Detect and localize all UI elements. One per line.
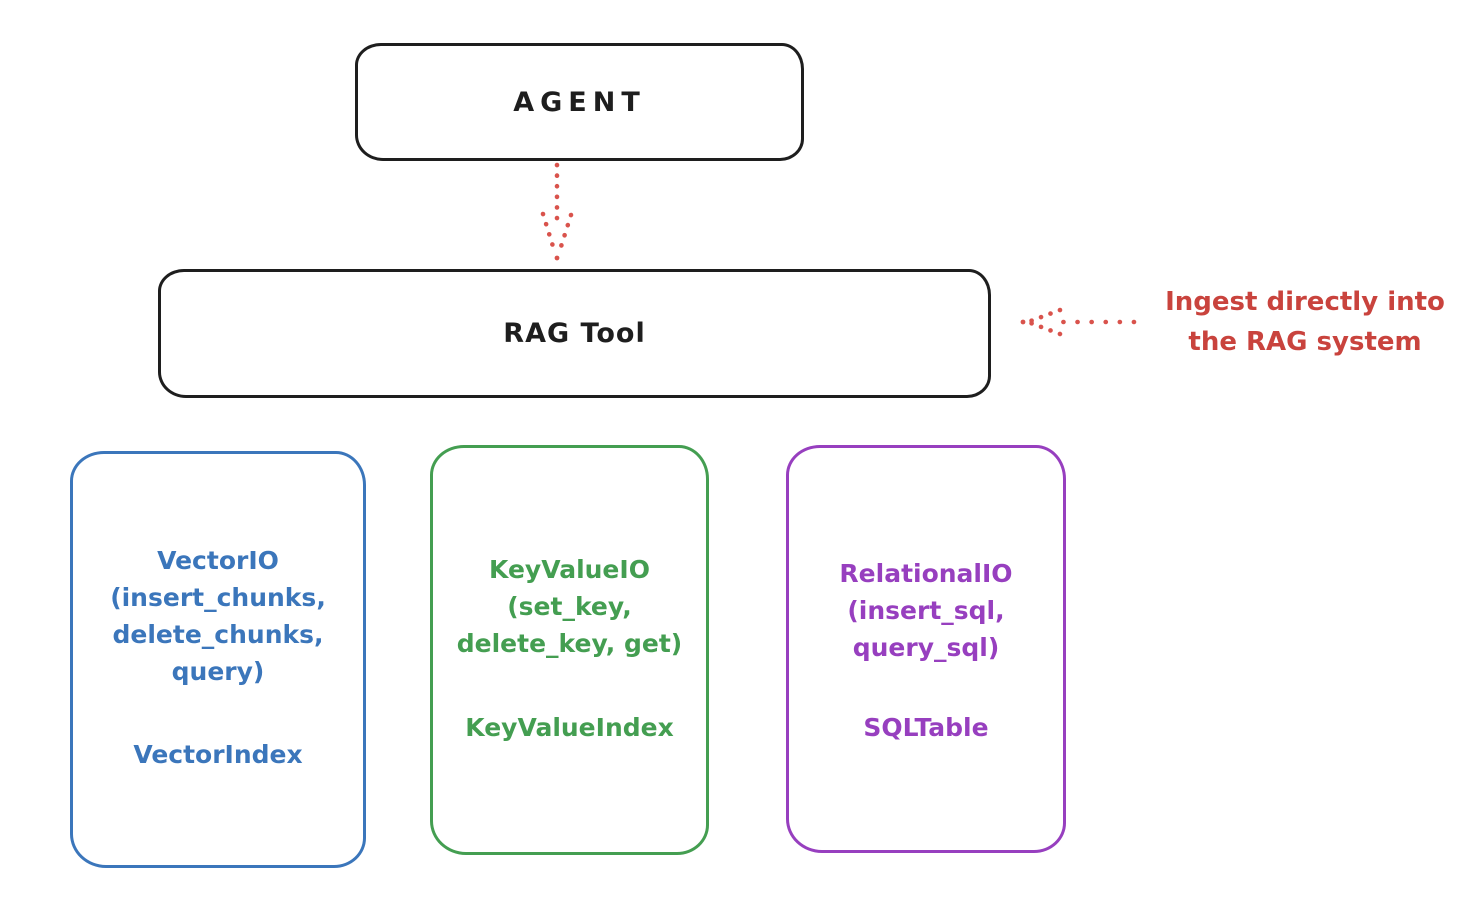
relational-io-node: RelationalIO (insert_sql, query_sql) SQL… [786,445,1066,853]
relational-io-line: (insert_sql, [847,596,1005,625]
relational-io-line: RelationalIO [839,559,1013,588]
ingest-annotation: Ingest directly into the RAG system [1136,282,1474,362]
vector-io-line: (insert_chunks, [110,583,326,612]
vector-io-line: VectorIO [157,546,279,575]
keyvalue-io-line: KeyValueIO [489,555,650,584]
keyvalue-io-node: KeyValueIO (set_key, delete_key, get) Ke… [430,445,709,855]
vector-io-node: VectorIO (insert_chunks, delete_chunks, … [70,451,366,868]
sql-table-label: SQLTable [863,713,989,742]
ingest-annotation-line2: the RAG system [1188,327,1422,357]
agent-to-ragtool-arrow-icon [540,162,574,261]
agent-node: AGENT [355,43,804,161]
ingest-annotation-line1: Ingest directly into [1165,287,1445,317]
vector-io-line: delete_chunks, [112,620,324,649]
agent-node-label: AGENT [513,86,646,118]
rag-tool-node: RAG Tool [158,269,991,398]
rag-tool-node-label: RAG Tool [503,318,646,349]
keyvalue-index-label: KeyValueIndex [465,713,674,742]
keyvalue-io-line: delete_key, get) [456,629,683,658]
ingest-arrow-icon [1020,307,1137,337]
relational-io-line: query_sql) [852,633,1000,662]
vector-io-line: query) [171,657,265,686]
keyvalue-io-line: (set_key, [507,592,632,621]
vector-index-label: VectorIndex [133,740,303,769]
